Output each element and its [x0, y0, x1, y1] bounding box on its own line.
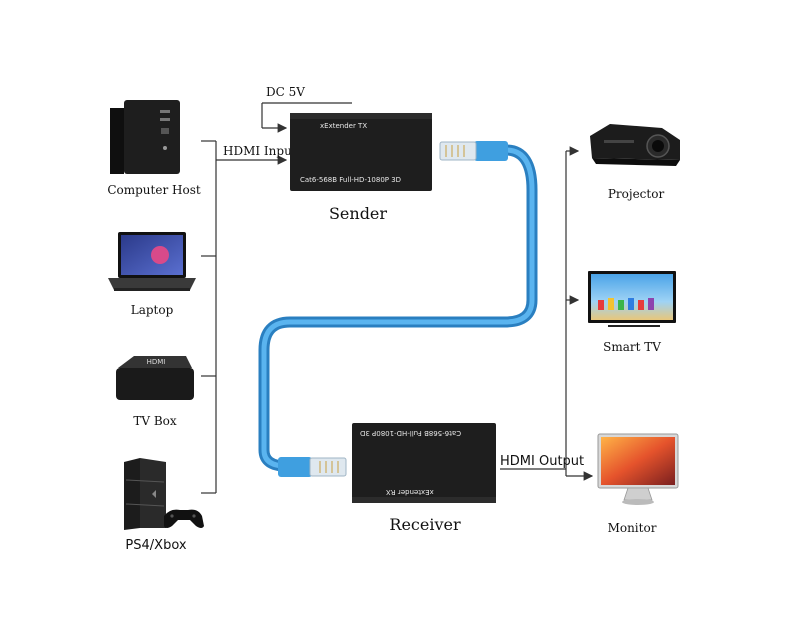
source-label-tv-box: TV Box [133, 414, 177, 428]
tv-box-logo: HDMI [147, 358, 166, 366]
display-label-smart-tv: Smart TV [603, 340, 661, 354]
source-label-laptop: Laptop [131, 303, 174, 317]
sender-bottom-text: Cat6-568B Full-HD-1080P 3D [300, 176, 401, 184]
display-label-projector: Projector [608, 187, 665, 201]
display-bus-wires [565, 146, 594, 481]
source-label-computer-host: Computer Host [107, 183, 201, 197]
tv-box-icon: HDMI [116, 356, 194, 400]
receiver-device: Cat6-568B Full-HD-1080P 3D xExtender RX [352, 423, 496, 503]
monitor-icon [597, 433, 679, 505]
rj45-plug-top [439, 141, 508, 161]
source-bus-wires [201, 140, 288, 494]
power-wire [261, 102, 352, 133]
hdmi-input-label: HDMI Input [223, 144, 297, 158]
dc-power-label: DC 5V [266, 85, 305, 99]
game-console-icon [124, 458, 166, 530]
sender-caption: Sender [329, 204, 387, 223]
ethernet-cable [258, 144, 538, 472]
source-label-ps4-xbox: PS4/Xbox [125, 538, 186, 553]
hdmi-output-label: HDMI Output [500, 454, 584, 469]
sender-top-text: xExtender TX [320, 122, 367, 130]
gamepad-icon [164, 509, 204, 528]
receiver-top-text: Cat6-568B Full-HD-1080P 3D [360, 429, 461, 437]
laptop-icon [108, 232, 196, 291]
display-label-monitor: Monitor [608, 521, 657, 535]
sender-device: xExtender TX Cat6-568B Full-HD-1080P 3D [290, 113, 432, 191]
receiver-bottom-text: xExtender RX [386, 488, 434, 496]
rj45-plug-bottom [278, 457, 347, 477]
smart-tv-icon [588, 271, 676, 327]
computer-host-icon [110, 100, 180, 174]
receiver-caption: Receiver [389, 515, 461, 534]
projector-icon [590, 124, 680, 166]
